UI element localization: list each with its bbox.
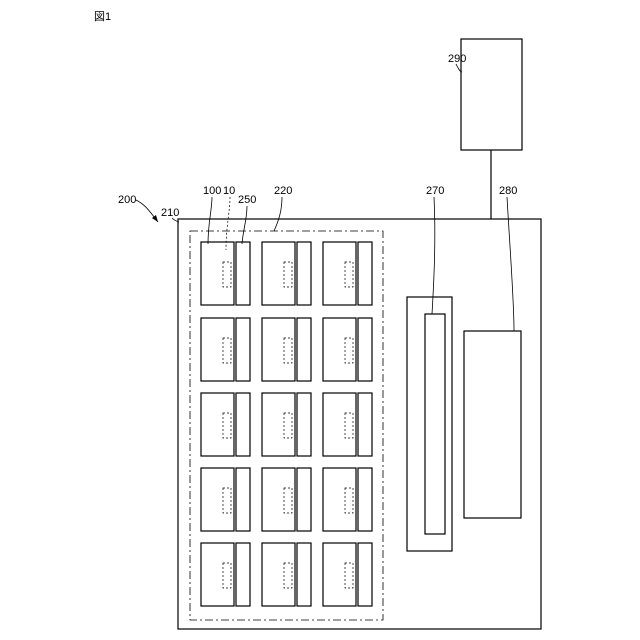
module-box xyxy=(201,468,234,531)
cell-outline xyxy=(284,338,292,363)
holder-box xyxy=(236,393,250,456)
module-box xyxy=(262,393,295,456)
module-grid xyxy=(201,242,372,606)
holder-box xyxy=(236,543,250,606)
cell-outline xyxy=(223,413,231,438)
holder-box xyxy=(358,318,372,381)
holder-box xyxy=(236,242,250,305)
holder-box xyxy=(297,242,311,305)
cell-outline xyxy=(284,488,292,513)
holder-box xyxy=(236,468,250,531)
module-box xyxy=(262,468,295,531)
cell-outline xyxy=(223,262,231,287)
module-box xyxy=(323,543,356,606)
cell-outline xyxy=(345,488,353,513)
cell-outline xyxy=(284,563,292,588)
inner-unit-inner xyxy=(425,314,445,534)
label-holder: 250 xyxy=(238,194,256,206)
cell-outline xyxy=(223,488,231,513)
region-boundary xyxy=(190,231,383,620)
cell-outline xyxy=(345,563,353,588)
holder-box xyxy=(358,468,372,531)
module-box xyxy=(201,543,234,606)
label-apparatus: 200 xyxy=(118,194,136,206)
module-box xyxy=(323,318,356,381)
label-cell: 10 xyxy=(223,185,235,197)
label-region: 220 xyxy=(274,185,292,197)
leader-region xyxy=(274,197,282,231)
housing-box xyxy=(178,219,541,629)
module-box xyxy=(201,242,234,305)
holder-box xyxy=(297,468,311,531)
module-box xyxy=(323,242,356,305)
leader-panel xyxy=(507,197,514,331)
holder-box xyxy=(297,543,311,606)
module-box xyxy=(262,543,295,606)
panel-box xyxy=(464,331,521,518)
module-box xyxy=(262,242,295,305)
label-housing: 210 xyxy=(161,207,179,219)
label-external-unit: 290 xyxy=(448,53,466,65)
holder-box xyxy=(297,318,311,381)
module-box xyxy=(323,468,356,531)
module-box xyxy=(262,318,295,381)
module-box xyxy=(201,318,234,381)
holder-box xyxy=(358,393,372,456)
label-module: 100 xyxy=(203,185,221,197)
cell-outline xyxy=(345,262,353,287)
cell-outline xyxy=(284,262,292,287)
external-unit-box xyxy=(461,39,522,150)
label-panel: 280 xyxy=(499,185,517,197)
module-box xyxy=(323,393,356,456)
cell-outline xyxy=(345,338,353,363)
cell-outline xyxy=(345,413,353,438)
leader-holder xyxy=(242,206,247,244)
holder-box xyxy=(297,393,311,456)
holder-box xyxy=(358,543,372,606)
cell-outline xyxy=(284,413,292,438)
module-box xyxy=(201,393,234,456)
leader-module xyxy=(208,197,212,244)
label-inner-unit: 270 xyxy=(426,185,444,197)
cell-outline xyxy=(223,338,231,363)
figure-title: 図1 xyxy=(94,10,111,23)
holder-box xyxy=(236,318,250,381)
cell-outline xyxy=(223,563,231,588)
holder-box xyxy=(358,242,372,305)
